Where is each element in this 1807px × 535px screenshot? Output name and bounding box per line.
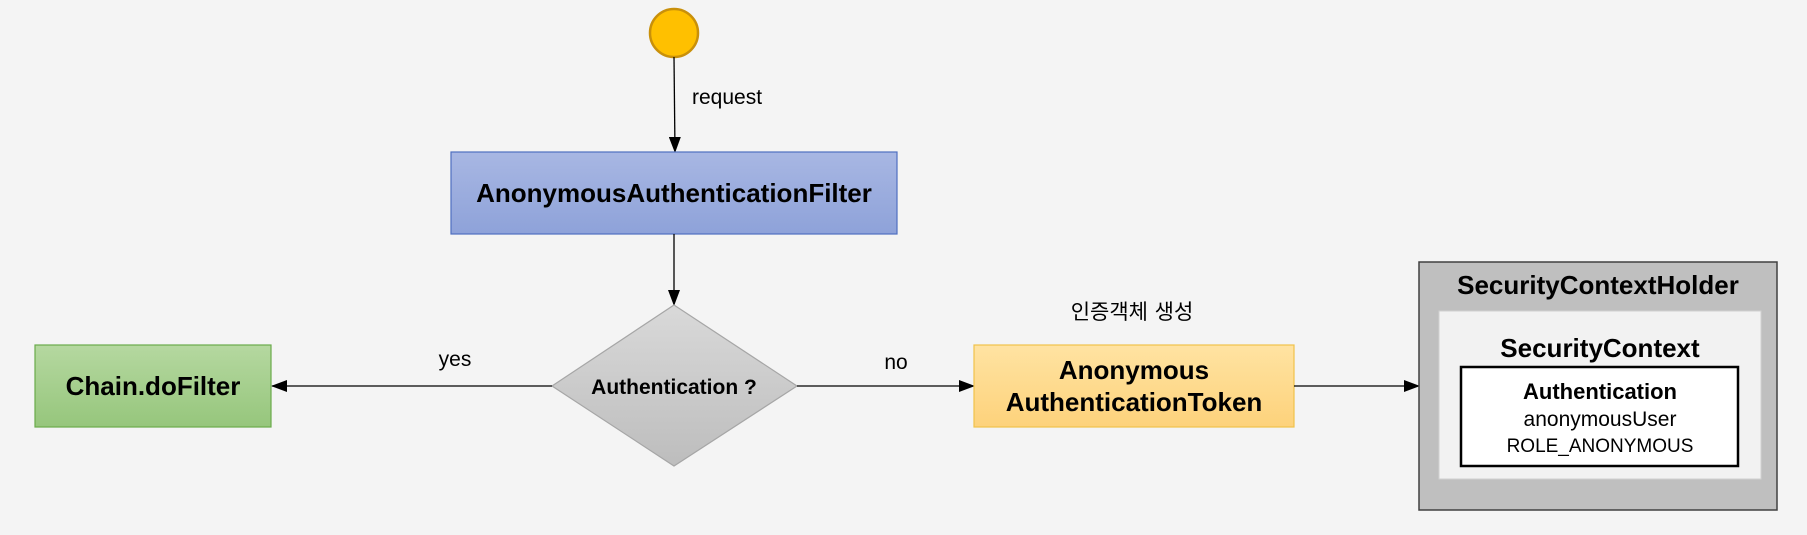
context-title: SecurityContext <box>1500 333 1700 363</box>
authentication-decision <box>550 304 799 467</box>
no-label: no <box>884 351 907 374</box>
token-label-line2: AuthenticationToken <box>1006 387 1263 417</box>
yes-label: yes <box>439 348 472 371</box>
create-auth-object-note: 인증객체 생성 <box>1071 300 1194 324</box>
anonymous-authentication-token-box <box>973 344 1295 428</box>
authentication-box <box>1459 365 1740 468</box>
request-label: request <box>692 86 762 109</box>
chain-dofilter-box <box>34 344 272 428</box>
chain-dofilter-label: Chain.doFilter <box>66 371 241 401</box>
anonymous-authentication-filter-box <box>450 151 898 235</box>
request-arrow <box>668 56 681 153</box>
holder-title: SecurityContextHolder <box>1457 270 1739 300</box>
principal-label: anonymousUser <box>1524 408 1677 431</box>
token-label-line1: Anonymous <box>1059 355 1209 385</box>
role-label: ROLE_ANONYMOUS <box>1507 436 1694 457</box>
authentication-title: Authentication <box>1523 379 1677 404</box>
start-node <box>648 7 700 59</box>
decision-label: Authentication ? <box>591 376 757 399</box>
filter-label: AnonymousAuthenticationFilter <box>476 178 872 208</box>
